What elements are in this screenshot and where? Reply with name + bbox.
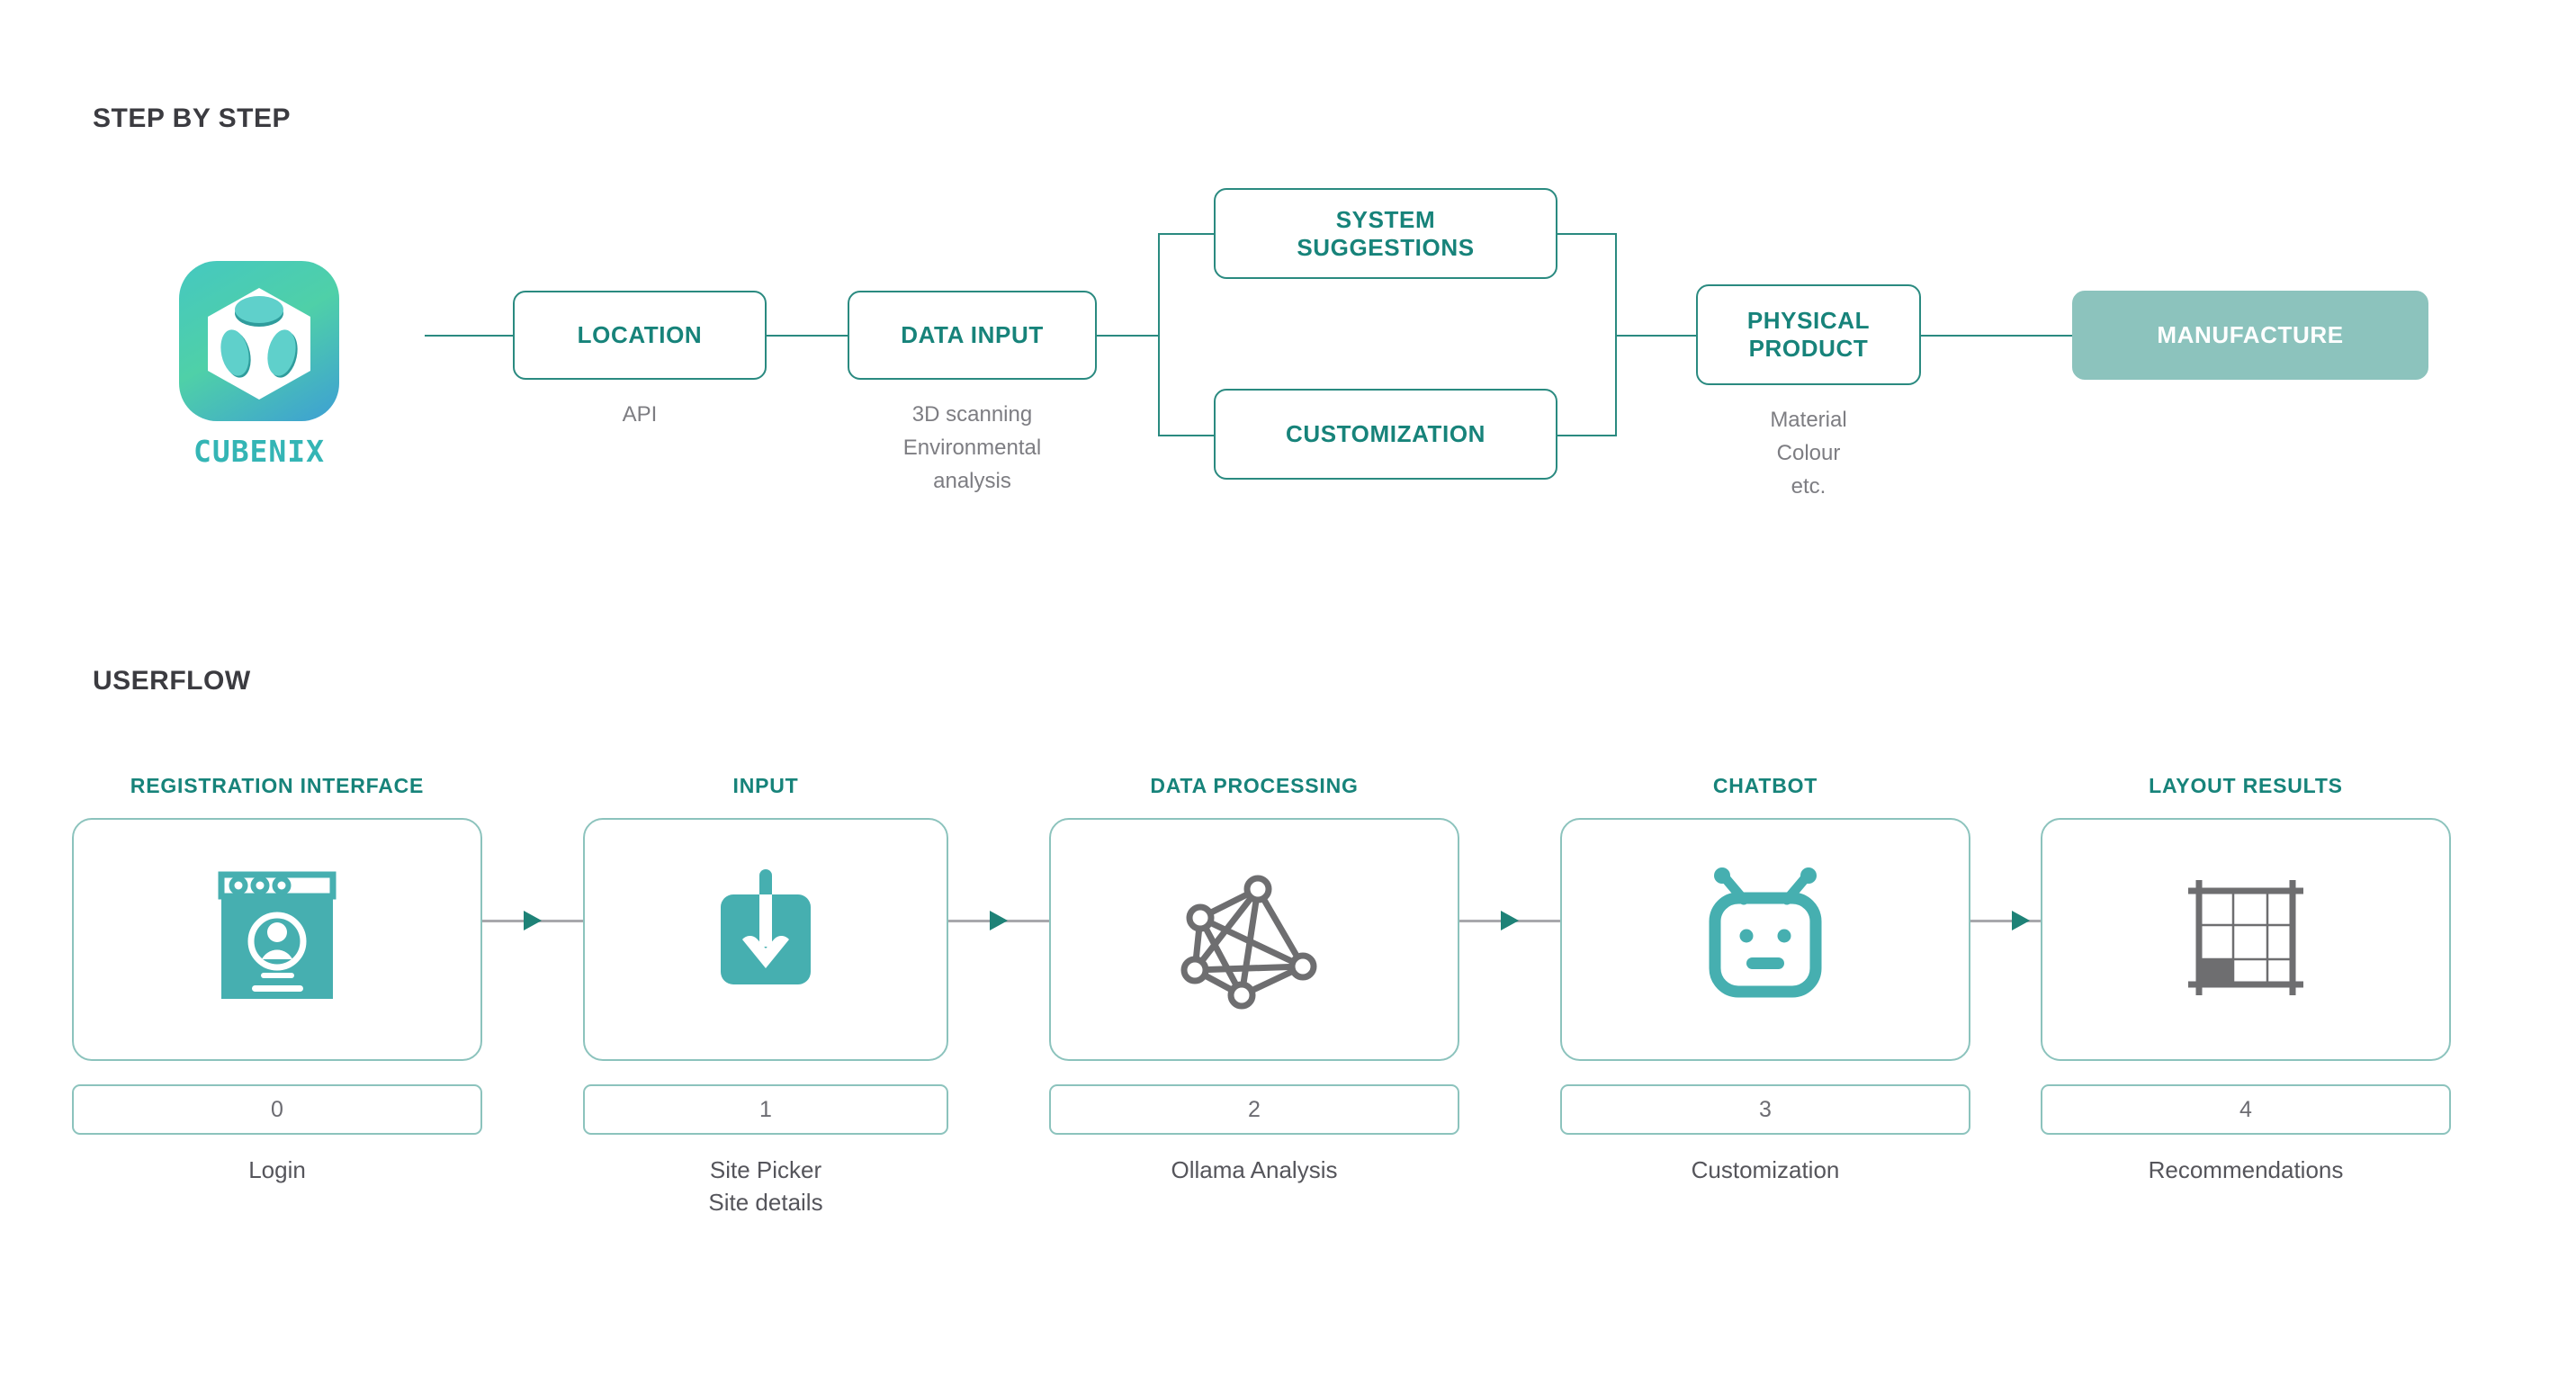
userflow-header-registration: REGISTRATION INTERFACE xyxy=(130,774,425,797)
connector-bracket-left-lead xyxy=(1097,335,1158,337)
connector-bracket-left-bottom xyxy=(1158,435,1214,436)
step-node-system-suggestions[interactable]: SYSTEM SUGGESTIONS xyxy=(1214,188,1557,279)
userflow-diagram: REGISTRATION INTERFACE 0 Login xyxy=(0,774,2576,1278)
userflow-caption-data-processing: Ollama Analysis xyxy=(1171,1156,1338,1183)
userflow-arrow-0-1 xyxy=(482,911,583,930)
connector-bracket-right-lead xyxy=(1615,335,1696,337)
step-sub-physical-product: Material Colour etc. xyxy=(1770,408,1847,499)
userflow-number-registration[interactable]: 0 xyxy=(72,1084,482,1135)
connector-bracket-left-spine xyxy=(1158,233,1160,436)
userflow-caption-registration: Login xyxy=(248,1156,306,1183)
brand-name: CUBENIX xyxy=(193,434,326,469)
registration-window-icon xyxy=(209,866,346,1014)
connector-bracket-left-top xyxy=(1158,233,1214,235)
userflow-arrow-3-4 xyxy=(1970,911,2071,930)
arrow-head-icon xyxy=(2012,911,2030,930)
connector-logo-location xyxy=(425,335,513,337)
step-node-physical-product[interactable]: PHYSICAL PRODUCT xyxy=(1696,284,1921,385)
step-sub-location: API xyxy=(622,402,658,427)
robot-head-icon xyxy=(1697,864,1834,1016)
userflow-header-data-processing: DATA PROCESSING xyxy=(1150,774,1359,797)
arrow-head-icon xyxy=(1501,911,1519,930)
userflow-card-input[interactable] xyxy=(583,818,948,1061)
connector-physical-manufacture xyxy=(1921,335,2072,337)
userflow-card-registration[interactable] xyxy=(72,818,482,1061)
userflow-caption-layout-results: Recommendations xyxy=(2148,1156,2344,1183)
step-node-location[interactable]: LOCATION xyxy=(513,291,767,380)
userflow-step-layout-results: LAYOUT RESULTS xyxy=(2041,774,2451,1187)
userflow-card-chatbot[interactable] xyxy=(1560,818,1970,1061)
step-node-data-input[interactable]: DATA INPUT xyxy=(848,291,1097,380)
step-node-manufacture[interactable]: MANUFACTURE xyxy=(2072,291,2428,380)
page-title-userflow: USERFLOW xyxy=(93,666,251,696)
download-arrow-icon xyxy=(703,862,829,1018)
userflow-caption-input: Site Picker Site details xyxy=(708,1156,823,1216)
step-node-customization[interactable]: CUSTOMIZATION xyxy=(1214,389,1557,480)
cube-logo-icon xyxy=(179,261,339,421)
step-by-step-diagram: CUBENIX LOCATION API DATA INPUT 3D scann… xyxy=(0,162,2576,540)
connector-location-datainput xyxy=(767,335,848,337)
arrow-head-icon xyxy=(524,911,542,930)
network-graph-icon xyxy=(1177,862,1332,1018)
grid-layout-icon xyxy=(2174,866,2318,1014)
userflow-header-input: INPUT xyxy=(732,774,799,797)
userflow-number-layout-results[interactable]: 4 xyxy=(2041,1084,2451,1135)
connector-bracket-right-bottom xyxy=(1557,435,1617,436)
brand-logo: CUBENIX xyxy=(169,261,349,469)
userflow-number-input[interactable]: 1 xyxy=(583,1084,948,1135)
userflow-arrow-2-3 xyxy=(1459,911,1560,930)
userflow-header-layout-results: LAYOUT RESULTS xyxy=(2149,774,2343,797)
connector-bracket-right-top xyxy=(1557,233,1617,235)
userflow-step-chatbot: CHATBOT 3 Customization xyxy=(1560,774,1970,1187)
page-title-step-by-step: STEP BY STEP xyxy=(93,103,291,133)
userflow-number-chatbot[interactable]: 3 xyxy=(1560,1084,1970,1135)
userflow-arrow-1-2 xyxy=(948,911,1049,930)
userflow-step-input: INPUT 1 Site Picker Site details xyxy=(583,774,948,1219)
arrow-head-icon xyxy=(990,911,1008,930)
userflow-caption-chatbot: Customization xyxy=(1691,1156,1840,1183)
userflow-header-chatbot: CHATBOT xyxy=(1712,774,1818,797)
userflow-number-data-processing[interactable]: 2 xyxy=(1049,1084,1459,1135)
userflow-card-layout-results[interactable] xyxy=(2041,818,2451,1061)
step-sub-data-input: 3D scanning Environmental analysis xyxy=(902,402,1042,494)
userflow-step-data-processing: DATA PROCESSING xyxy=(1049,774,1459,1187)
userflow-card-data-processing[interactable] xyxy=(1049,818,1459,1061)
userflow-step-registration: REGISTRATION INTERFACE 0 Login xyxy=(72,774,482,1187)
